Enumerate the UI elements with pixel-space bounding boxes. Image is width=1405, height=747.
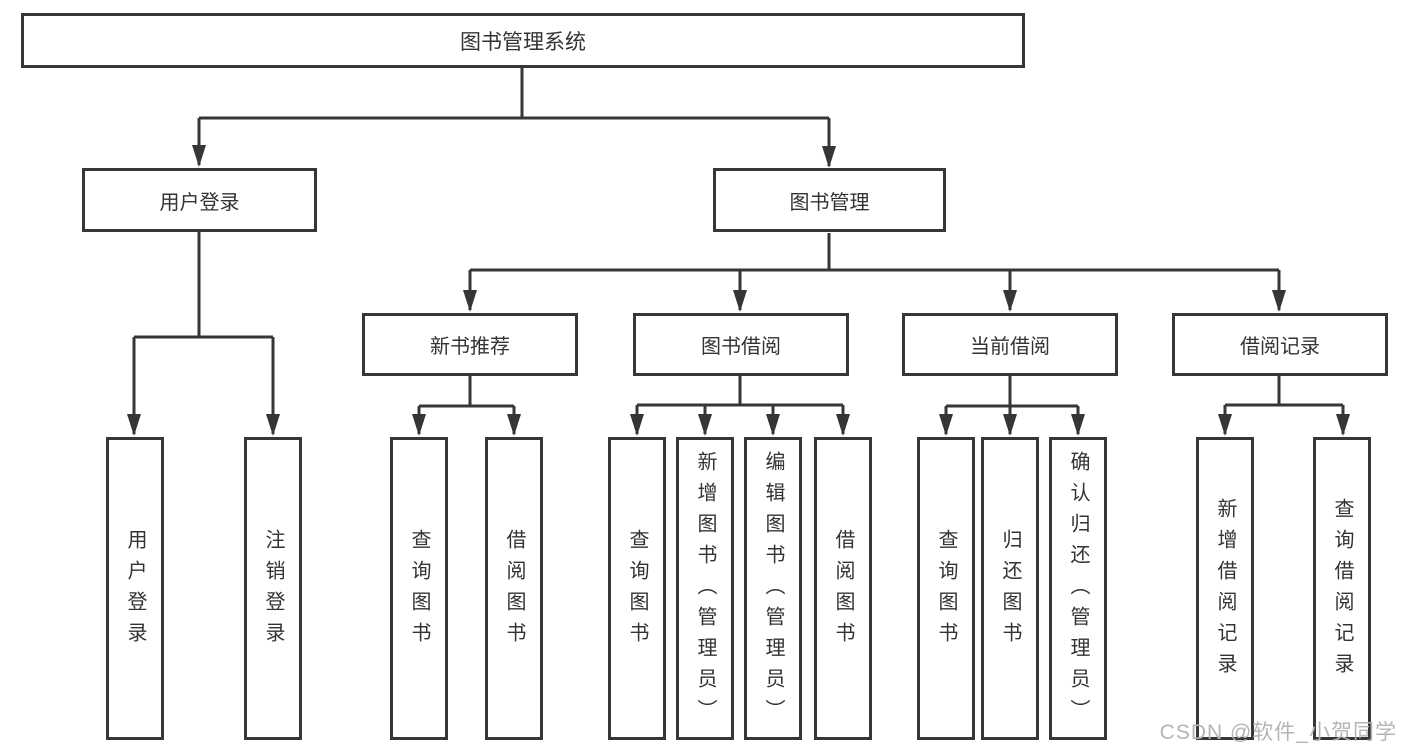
node-borrow-records: 借阅记录 [1172, 313, 1388, 376]
leaf-add-book-admin: 新增图书（管理员） [676, 437, 734, 740]
leaf-user-login: 用户登录 [106, 437, 164, 740]
node-root-system: 图书管理系统 [21, 13, 1025, 68]
leaf-confirm-return-admin: 确认归还（管理员） [1049, 437, 1107, 740]
leaf-borrow-books-borrowing: 借阅图书 [814, 437, 872, 740]
node-current-borrowing: 当前借阅 [902, 313, 1118, 376]
leaf-query-books-current: 查询图书 [917, 437, 975, 740]
leaf-borrow-books-recommend: 借阅图书 [485, 437, 543, 740]
node-user-login: 用户登录 [82, 168, 317, 232]
node-new-book-recommend: 新书推荐 [362, 313, 578, 376]
leaf-query-books-recommend: 查询图书 [390, 437, 448, 740]
node-book-borrowing: 图书借阅 [633, 313, 849, 376]
node-book-management: 图书管理 [713, 168, 946, 232]
leaf-add-borrow-record: 新增借阅记录 [1196, 437, 1254, 740]
leaf-edit-book-admin: 编辑图书（管理员） [744, 437, 802, 740]
leaf-logout: 注销登录 [244, 437, 302, 740]
csdn-watermark: CSDN @软件_小贺同学 [1159, 721, 1397, 744]
leaf-query-books-borrowing: 查询图书 [608, 437, 666, 740]
leaf-return-book: 归还图书 [981, 437, 1039, 740]
leaf-query-borrow-record: 查询借阅记录 [1313, 437, 1371, 740]
